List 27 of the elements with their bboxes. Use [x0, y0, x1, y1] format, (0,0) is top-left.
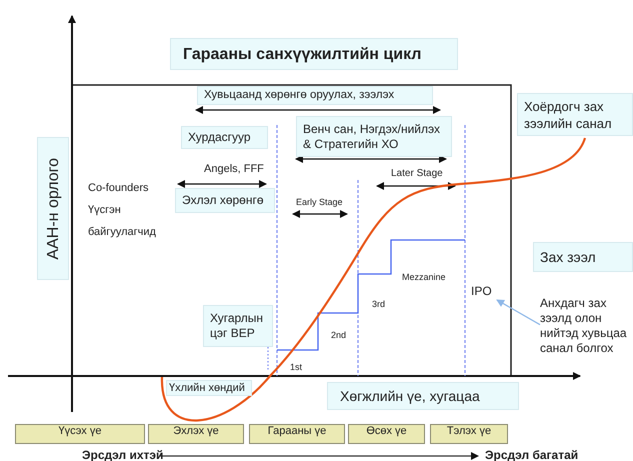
- text-box: Хоёрдогч зах зээлийн санал: [517, 93, 633, 136]
- text-box: Зах зээл: [533, 242, 633, 272]
- text-box: Хувьцаанд хөрөнгө оруулах, зээлэх: [197, 86, 433, 105]
- note-text: Анхдагч зах зээлд олон нийтэд хувьцаа санал болгох: [540, 296, 632, 358]
- label-text: 1st: [290, 361, 302, 374]
- label-text: Early Stage: [296, 196, 343, 209]
- stage-box: Тэлэх үе: [430, 424, 508, 444]
- label-text: Co-founders Үүсгэн байгуулагчид: [88, 181, 157, 240]
- label-text: IPO: [471, 284, 497, 301]
- text-box: Венч сан, Нэгдэх/нийлэх & Стратегийн ХО: [296, 116, 452, 157]
- title: Гарааны санхүүжилтийн цикл: [170, 38, 458, 70]
- text-box: Хурдасгуур: [181, 126, 268, 149]
- stage-box: Гарааны үе: [249, 424, 345, 444]
- text-box: Үхлийн хөндий: [166, 380, 252, 396]
- arrow: [496, 299, 540, 326]
- label-text: 3rd: [372, 298, 386, 311]
- text-box: Эхлэл хөрөнгө: [175, 188, 275, 213]
- axis-title: ААН-н орлого: [37, 137, 69, 280]
- stage-box: Эхлэх үе: [148, 424, 244, 444]
- label-text: Later Stage: [391, 167, 443, 181]
- stage-box: Өсөх үе: [348, 424, 425, 444]
- stage-box: Үүсэх үе: [15, 424, 145, 444]
- label-text: 2nd: [331, 329, 346, 342]
- text-box: Хугарлын цэг BEP: [203, 305, 273, 347]
- axis-title: Хөгжлийн үе, хугацаа: [327, 382, 519, 410]
- label-text: Angels, FFF: [204, 162, 264, 176]
- label-text: Mezzanine: [402, 271, 446, 284]
